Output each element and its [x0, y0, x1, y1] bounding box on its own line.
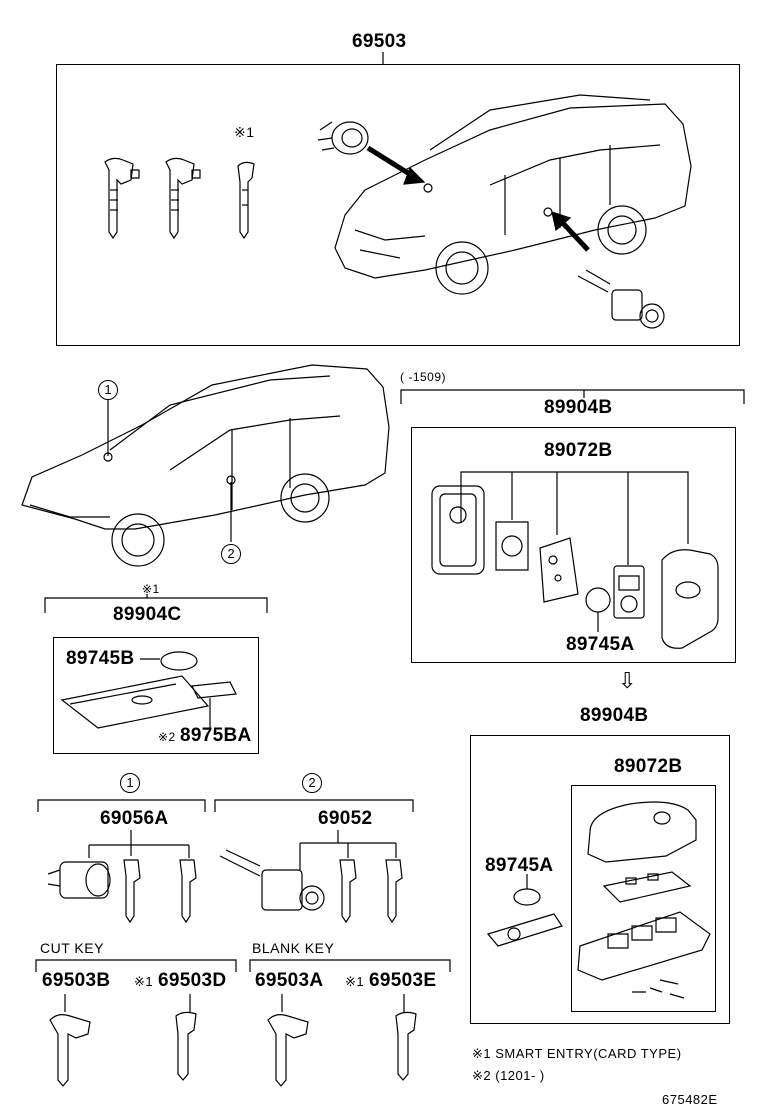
fob-shell-icon: [662, 550, 718, 649]
callout-1: 1: [98, 380, 118, 400]
cut-key-heading: CUT KEY: [40, 940, 104, 956]
blank-key-heading: BLANK KEY: [252, 940, 335, 956]
group-1-callout: 1: [120, 773, 140, 793]
key-icon: [340, 860, 356, 922]
key-icon: [50, 1015, 90, 1086]
note-mark: ※2: [158, 730, 176, 744]
door-lock-cylinder-icon: [220, 850, 324, 910]
group-2-callout: 2: [302, 773, 322, 793]
part-label-89904B[interactable]: 89904B: [544, 397, 613, 418]
part-label-69056A[interactable]: 69056A: [100, 808, 169, 829]
key-icon: [238, 162, 254, 238]
key-icon: [180, 860, 196, 922]
lock-cylinder-icon: [318, 122, 368, 154]
part-label-89745B[interactable]: 89745B: [66, 648, 135, 669]
date-range: ( -1509): [400, 370, 447, 384]
part-label-89072B[interactable]: 89072B: [544, 440, 613, 461]
part-label-69503A[interactable]: 69503A: [255, 970, 324, 991]
screw-icon: [632, 980, 684, 998]
top-assembly-box: [56, 64, 740, 346]
lock-cylinder-icon: [48, 862, 110, 898]
note-mark: ※1: [345, 974, 365, 989]
part-label-89904B-lower[interactable]: 89904B: [580, 705, 649, 726]
circuit-board-icon: [604, 872, 690, 902]
plate-icon: [192, 682, 236, 698]
key-icon: [386, 860, 402, 922]
card-key-icon: [62, 676, 208, 728]
part-label-69503E[interactable]: 69503E: [369, 970, 437, 991]
part-label-89745A-lower[interactable]: 89745A: [485, 855, 554, 876]
key-icon: [176, 1012, 196, 1080]
part-label-69503D[interactable]: 69503D: [158, 970, 227, 991]
fob-kit-upper-box: [411, 427, 736, 663]
fob-base-icon: [578, 912, 710, 980]
part-label-8975BA[interactable]: 8975BA: [180, 725, 252, 746]
callout-2: 2: [221, 544, 241, 564]
door-lock-cylinder-icon: [578, 270, 664, 328]
note-mark: ※1: [234, 124, 255, 140]
part-label-69052[interactable]: 69052: [318, 808, 373, 829]
battery-holder-icon: [614, 566, 644, 618]
note-mark: ※1: [134, 974, 154, 989]
part-label-69503[interactable]: 69503: [352, 31, 407, 52]
circuit-board-icon: [540, 538, 578, 602]
part-label-89072B-lower[interactable]: 89072B: [614, 756, 683, 777]
note-mark: ※1: [142, 582, 160, 596]
part-label-69503B[interactable]: 69503B: [42, 970, 111, 991]
figure-id: 675482E: [662, 1092, 718, 1107]
key-icon: [268, 1015, 308, 1086]
part-label-89745A[interactable]: 89745A: [566, 634, 635, 655]
footnote-2: ※2 (1201- ): [472, 1068, 545, 1083]
card-key-box: [53, 637, 259, 754]
vehicle-icon: [22, 365, 389, 566]
fob-case-icon: [432, 486, 484, 574]
fob-top-icon: [588, 802, 696, 862]
key-icon: [396, 1012, 416, 1080]
key-icon: [166, 158, 200, 238]
battery-icon: [161, 652, 197, 670]
arrow-down-icon: ⇩: [618, 668, 637, 693]
emblem-cover-icon: [496, 522, 528, 570]
key-icon: [124, 860, 140, 922]
transmitter-inner-box: [571, 785, 716, 1012]
battery-holder-icon: [488, 914, 562, 946]
footnote-1: ※1 SMART ENTRY(CARD TYPE): [472, 1046, 682, 1061]
fob-kit-lower-box: [470, 735, 730, 1024]
part-label-89904C[interactable]: 89904C: [113, 604, 182, 625]
key-icon: [105, 158, 139, 238]
